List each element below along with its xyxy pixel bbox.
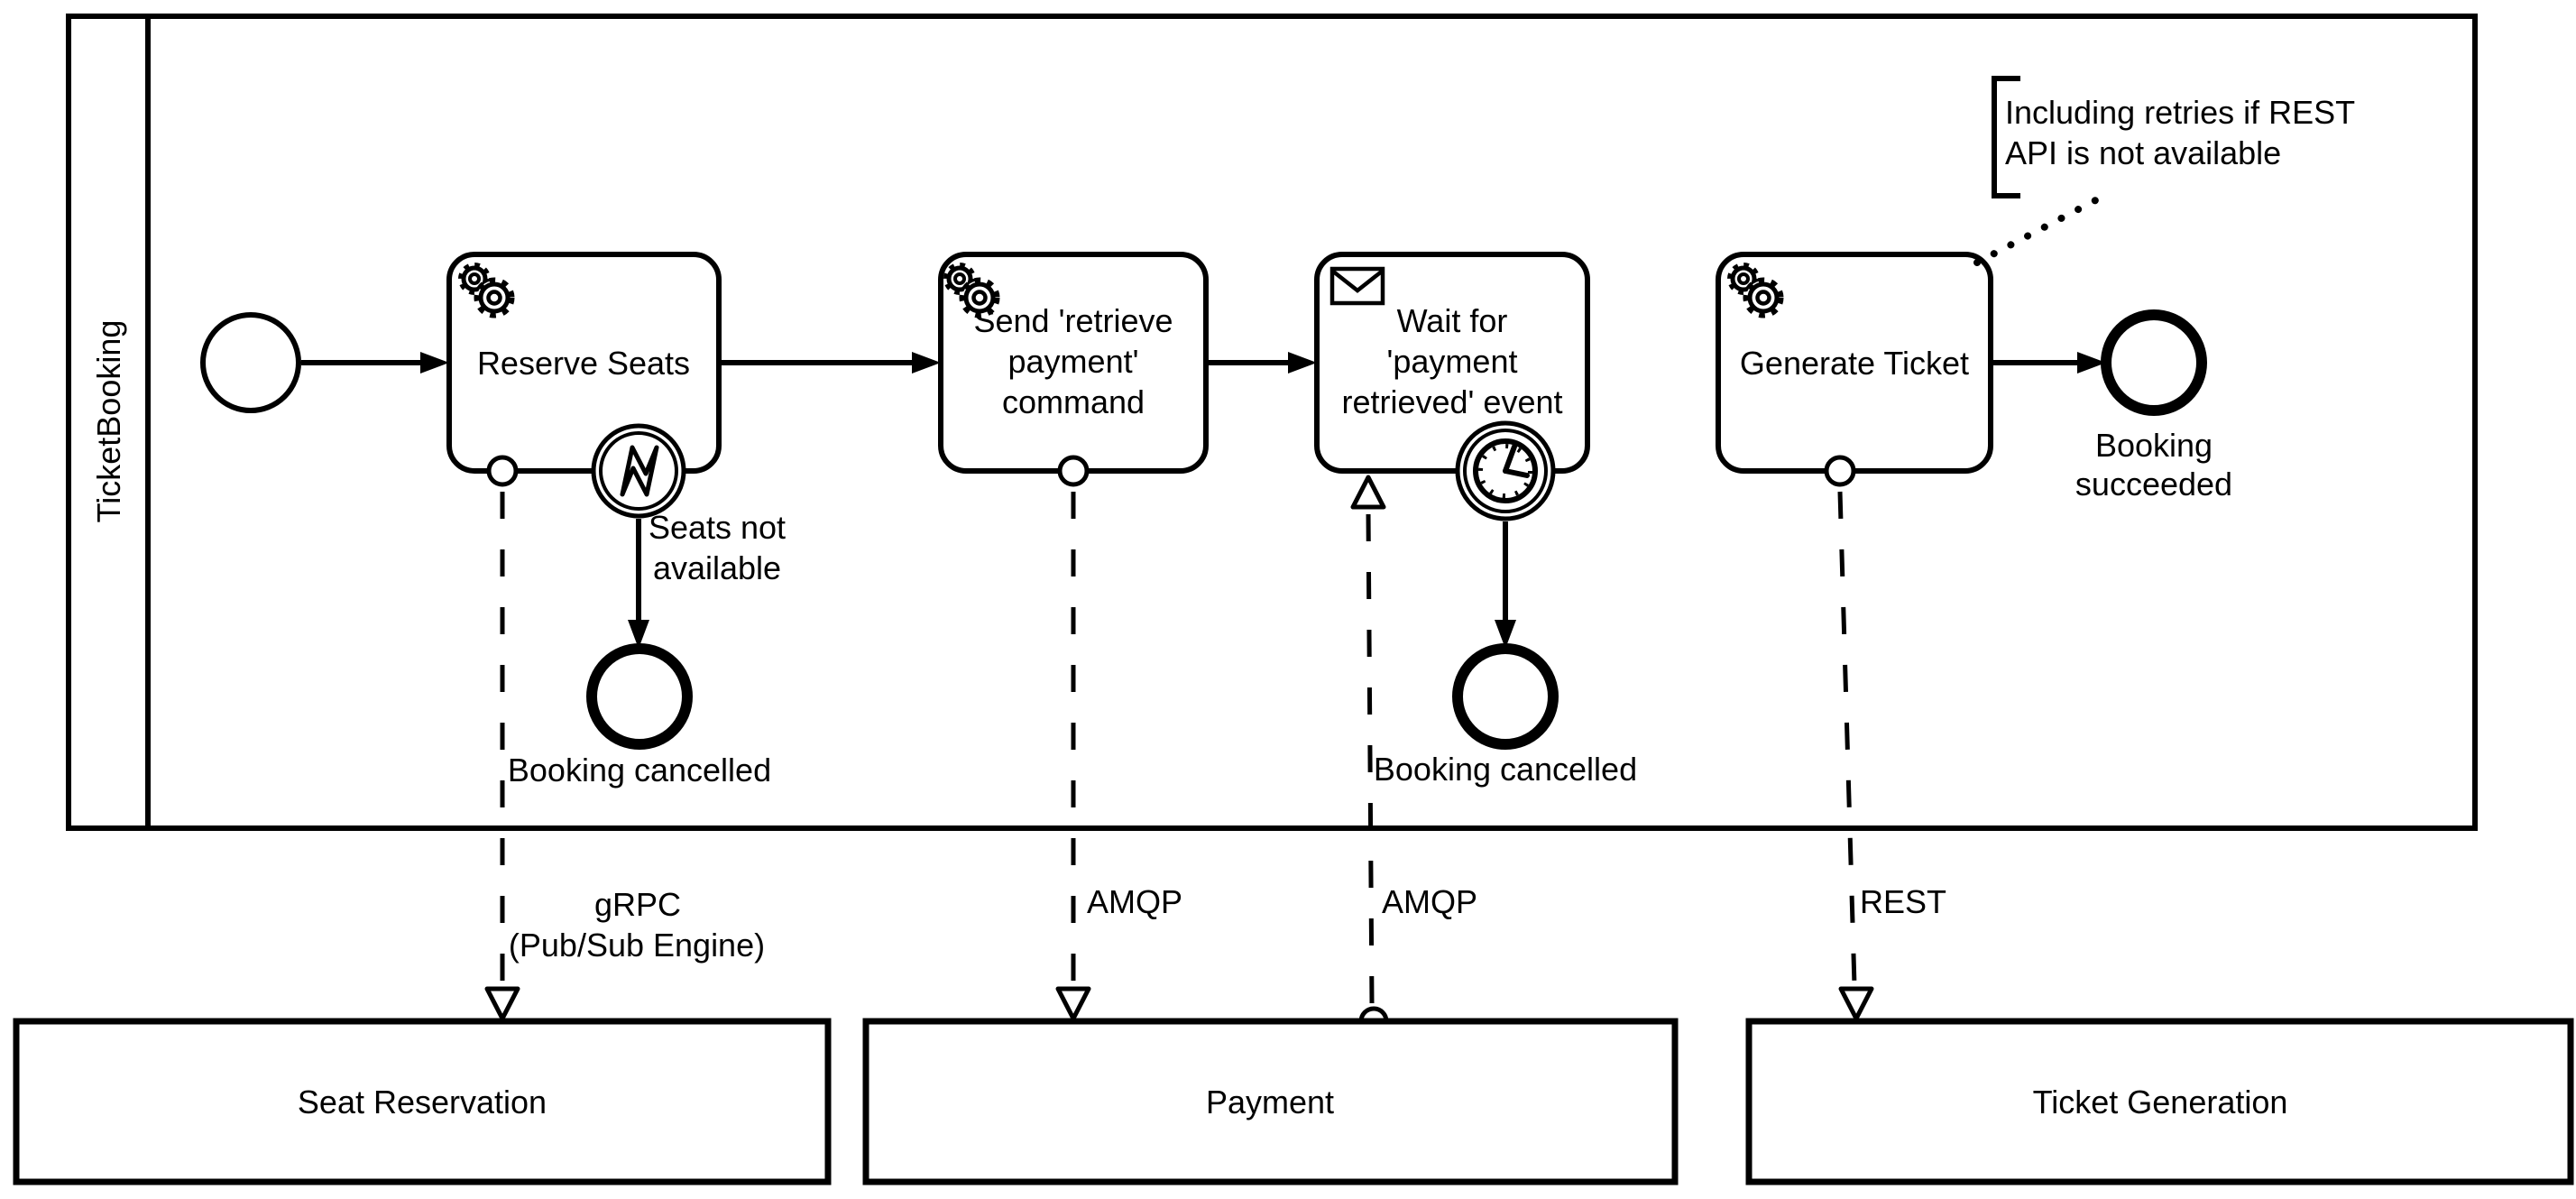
svg-text:gRPC: gRPC (594, 886, 681, 923)
pool-payment[interactable]: Payment (862, 1018, 1679, 1185)
svg-text:(Pub/Sub Engine): (Pub/Sub Engine) (509, 927, 765, 964)
task-send-label-line2: payment' (1008, 343, 1139, 380)
open-arrowhead (1350, 475, 1386, 510)
clock-icon (1473, 438, 1538, 503)
open-arrowhead (1838, 986, 1874, 1021)
message-flow-grpc-label: gRPC (Pub/Sub Engine) (509, 886, 765, 964)
end-event-booking-cancelled-seats-label: Booking cancelled (508, 752, 771, 789)
task-generate-ticket[interactable]: Generate Ticket (1716, 252, 1993, 474)
message-flow-amqp-command-label: AMQP (1087, 883, 1182, 920)
lightning-icon (620, 445, 659, 497)
annotation-line2: API is not available (2005, 134, 2281, 171)
pool-seat-reservation-label: Seat Reservation (298, 1084, 547, 1121)
sequence-flow-error-to-cancelled[interactable] (628, 519, 649, 649)
message-flow-grpc[interactable] (484, 455, 520, 1021)
message-flow-rest-label: REST (1860, 883, 1946, 920)
annotation-line1: Including retries if REST (2005, 94, 2355, 131)
association-dotted-line[interactable] (1973, 194, 2104, 266)
pool-ticketbooking-label: TicketBooking (90, 320, 127, 523)
task-wait-payment-retrieved-event[interactable]: Wait for 'payment retrieved' event (1314, 252, 1590, 474)
sequence-flow-wait-to-generate[interactable] (1991, 352, 2106, 374)
task-wait-label-line3: retrieved' event (1341, 383, 1562, 420)
svg-text:Booking: Booking (2095, 427, 2213, 464)
sequence-flow-reserve-to-send[interactable] (719, 352, 941, 374)
pool-payment-label: Payment (1206, 1084, 1334, 1121)
message-flow-source-anchor (1824, 455, 1856, 487)
message-flow-source-anchor (1057, 455, 1090, 487)
open-arrowhead (484, 986, 520, 1021)
text-annotation-retries[interactable]: Including retries if REST API is not ava… (1992, 76, 2355, 198)
pool-ticketbooking[interactable]: TicketBooking (66, 14, 2478, 831)
start-event[interactable] (200, 312, 301, 413)
boundary-timer-event[interactable] (1455, 420, 1556, 521)
end-event-booking-cancelled-seats[interactable] (586, 643, 693, 750)
pool-seat-reservation[interactable]: Seat Reservation (13, 1018, 832, 1185)
task-reserve-seats-label: Reserve Seats (477, 345, 690, 382)
message-flow-amqp-command[interactable] (1055, 455, 1091, 1021)
task-generate-ticket-label: Generate Ticket (1740, 345, 1969, 382)
task-wait-label-line2: 'payment (1387, 343, 1518, 380)
boundary-error-event[interactable] (591, 423, 686, 519)
task-send-label-line1: Send 'retrieve (974, 302, 1173, 339)
task-reserve-seats[interactable]: Reserve Seats (446, 252, 722, 474)
sequence-flow-timer-to-cancelled[interactable] (1495, 521, 1516, 649)
message-flow-rest[interactable] (1824, 455, 1874, 1021)
end-event-booking-cancelled-timeout-label: Booking cancelled (1374, 751, 1637, 788)
message-flow-source-anchor (486, 455, 519, 487)
annotation-bracket (1992, 76, 2020, 198)
sequence-flow-send-to-wait[interactable] (1206, 352, 1317, 374)
svg-text:Seats not: Seats not (649, 509, 786, 546)
task-wait-label-line1: Wait for (1397, 302, 1508, 339)
task-send-retrieve-payment-command[interactable]: Send 'retrieve payment' command (938, 252, 1209, 474)
svg-text:available: available (653, 549, 781, 586)
end-event-booking-succeeded[interactable] (2101, 309, 2207, 416)
task-send-label-line3: command (1002, 383, 1145, 420)
envelope-icon (1329, 266, 1385, 306)
svg-text:succeeded: succeeded (2075, 466, 2232, 503)
message-flow-amqp-event-label: AMQP (1382, 883, 1477, 920)
open-arrowhead (1055, 986, 1091, 1021)
end-event-booking-succeeded-label: Booking succeeded (2075, 427, 2232, 503)
seats-not-available-label: Seats not available (649, 509, 786, 586)
end-event-booking-cancelled-timeout[interactable] (1452, 643, 1559, 750)
pool-ticket-generation[interactable]: Ticket Generation (1745, 1018, 2574, 1185)
sequence-flow-start-to-reserve[interactable] (301, 352, 449, 374)
pool-ticket-generation-label: Ticket Generation (2033, 1084, 2288, 1121)
